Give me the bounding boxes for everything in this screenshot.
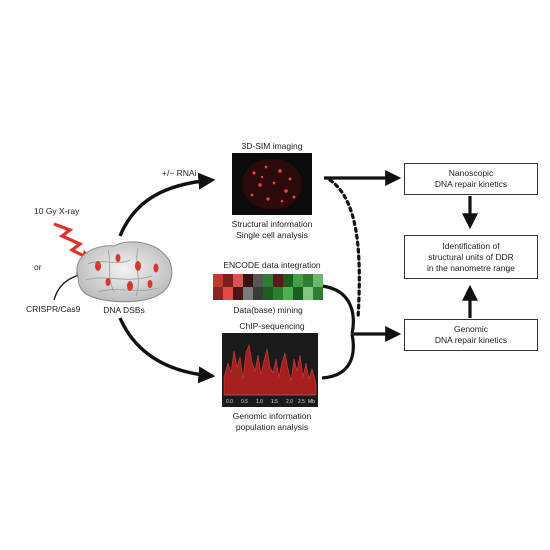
nanoscopic-line-1: Nanoscopic	[448, 168, 494, 178]
nanoscopic-box: Nanoscopic DNA repair kinetics	[404, 163, 538, 195]
sim-caption-1: Structural information	[231, 219, 313, 229]
sim-image	[232, 153, 312, 215]
chip-tick-0: 0.0	[226, 399, 233, 405]
chip-caption-1: Genomic information	[232, 411, 312, 421]
chip-tick-4: 2.0	[286, 399, 293, 405]
or-label: or	[34, 262, 42, 272]
dotted-connector	[328, 178, 361, 320]
nucleus-illustration	[76, 241, 173, 303]
chip-tick-2: 1.0	[256, 399, 263, 405]
nucleus-label: DNA DSBs	[103, 305, 145, 315]
nucleus-to-sim-arrow	[118, 172, 216, 237]
sim-foci	[250, 165, 296, 203]
genomic-line-1: Genomic	[453, 324, 488, 334]
encode-caption: Data(base) mining	[233, 305, 303, 315]
chip-merge-connector	[321, 333, 355, 380]
chip-caption-2: population analysis	[235, 422, 309, 432]
identification-box: Identification of structural units of DD…	[404, 235, 538, 279]
dsb-foci	[95, 254, 159, 291]
chip-tick-1: 0.5	[241, 399, 248, 405]
identification-line-3: in the nanometre range	[427, 262, 515, 273]
chip-title: ChIP-sequencing	[239, 321, 305, 331]
sim-title: 3D-SIM imaging	[241, 141, 303, 151]
chip-tick-unit: Mb	[308, 399, 315, 405]
genomic-line-2: DNA repair kinetics	[434, 335, 508, 345]
rnai-label: +/− RNAi	[162, 168, 197, 178]
sim-caption-2: Single cell analysis	[236, 230, 308, 240]
nucleus-to-chip-arrow	[118, 317, 216, 384]
identification-line-2: structural units of DDR	[428, 251, 514, 262]
genomic-box: Genomic DNA repair kinetics	[404, 319, 538, 351]
chip-track: 0.0 0.5 1.0 1.5 2.0 2.5 Mb	[222, 333, 318, 407]
encode-merge-connector	[321, 284, 355, 335]
xray-label: 10 Gy X-ray	[34, 206, 80, 216]
chip-tick-5: 2.5	[298, 399, 305, 405]
identification-line-1: Identification of	[442, 240, 500, 251]
crispr-label: CRISPR/Cas9	[26, 304, 81, 314]
nanoscopic-line-2: DNA repair kinetics	[434, 179, 508, 189]
chip-tick-3: 1.5	[271, 399, 278, 405]
encode-heatmap	[213, 274, 323, 300]
encode-title: ENCODE data integration	[223, 260, 321, 270]
